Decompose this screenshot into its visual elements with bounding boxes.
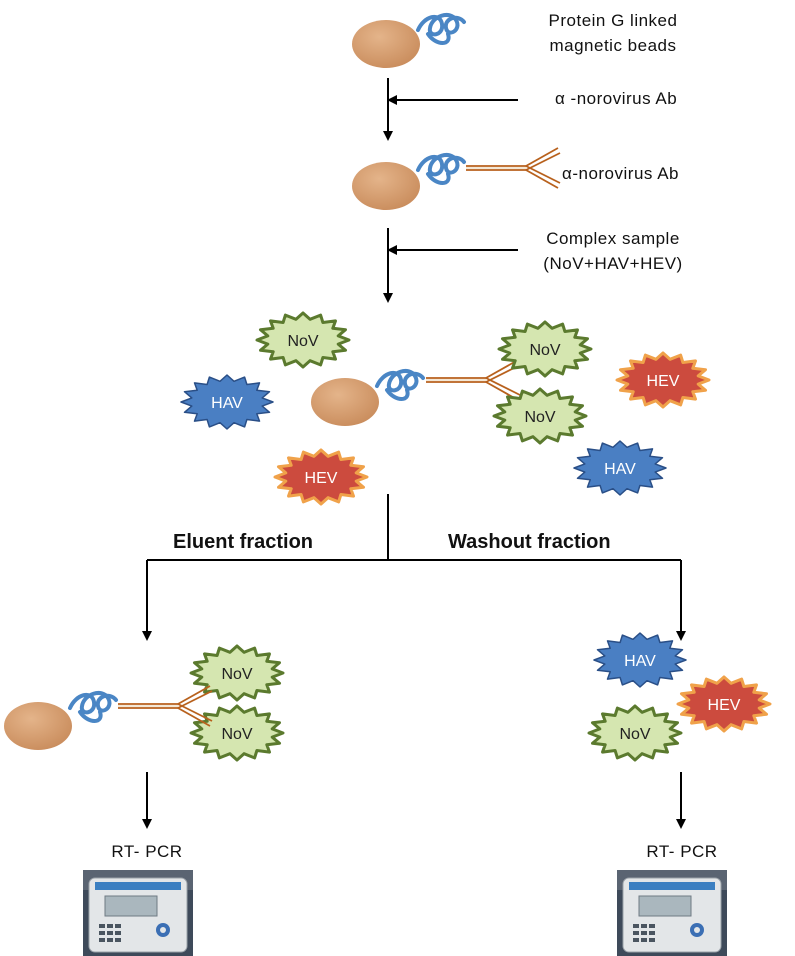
rtpcr-right-label: RT- PCR	[646, 842, 718, 861]
hev-virus-shape	[273, 448, 369, 506]
nov-virus: NoV	[497, 320, 593, 378]
ab-added-label: α -norovirus Ab	[555, 89, 678, 108]
virus-particles: NoV HAV NoV NoV HEV HEV HAV NoV NoV HAV HEV NoV	[180, 311, 772, 762]
protein-g-label-line2: magnetic beads	[549, 36, 677, 55]
magnetic-bead	[311, 378, 379, 426]
ab-bound-label: α-norovirus Ab	[562, 164, 679, 183]
nov-virus-label: NoV	[221, 666, 252, 683]
nov-virus: NoV	[587, 704, 683, 762]
sample-label-line2: (NoV+HAV+HEV)	[543, 254, 683, 273]
hav-virus-shape	[573, 440, 667, 496]
hav-virus: HAV	[573, 440, 667, 496]
eluent-fraction-label: Eluent fraction	[173, 531, 314, 553]
hev-virus: HEV	[615, 351, 711, 409]
magnetic-bead	[352, 20, 420, 68]
antibody	[465, 147, 561, 189]
protein-g	[375, 368, 425, 401]
hav-virus: HAV	[593, 632, 687, 688]
bead-protein-g-step1	[352, 12, 466, 68]
antibody	[425, 359, 521, 401]
hav-virus-label: HAV	[624, 653, 656, 670]
hev-virus-label: HEV	[305, 470, 338, 487]
nov-virus-label: NoV	[619, 726, 650, 743]
nov-virus-shape	[492, 387, 588, 445]
rtpcr-left-label: RT- PCR	[111, 842, 183, 861]
bead-antibody-eluent	[4, 685, 213, 750]
magnetic-bead	[352, 162, 420, 210]
hev-virus-shape	[615, 351, 711, 409]
nov-virus: NoV	[492, 387, 588, 445]
nov-virus-shape	[255, 311, 351, 369]
protein-g	[416, 12, 466, 45]
hev-virus-label: HEV	[647, 373, 680, 390]
hev-virus: HEV	[676, 675, 772, 733]
hev-virus: HEV	[273, 448, 369, 506]
protein-g-label-line1: Protein G linked	[548, 11, 678, 30]
nov-virus-shape	[587, 704, 683, 762]
nov-virus-shape	[189, 704, 285, 762]
protein-g	[68, 690, 118, 723]
nov-virus: NoV	[189, 644, 285, 702]
washout-fraction-label: Washout fraction	[448, 531, 611, 553]
nov-virus-label: NoV	[524, 409, 555, 426]
pcr-machine-icon	[82, 869, 194, 956]
nov-virus: NoV	[255, 311, 351, 369]
bead-antibody-step2	[352, 147, 561, 210]
antibody	[117, 685, 213, 727]
nov-virus-shape	[497, 320, 593, 378]
hav-virus-shape	[593, 632, 687, 688]
nov-virus-label: NoV	[529, 342, 560, 359]
bead-antibody-step3	[311, 359, 521, 426]
magnetic-bead	[4, 702, 72, 750]
nov-virus: NoV	[189, 704, 285, 762]
hav-virus-shape	[180, 374, 274, 430]
pcr-machine-icon	[616, 869, 728, 956]
hev-virus-shape	[676, 675, 772, 733]
sample-label-line1: Complex sample	[546, 229, 680, 248]
nov-virus-shape	[189, 644, 285, 702]
hav-virus-label: HAV	[211, 395, 243, 412]
nov-virus-label: NoV	[287, 333, 318, 350]
hav-virus: HAV	[180, 374, 274, 430]
nov-virus-label: NoV	[221, 726, 252, 743]
hev-virus-label: HEV	[708, 697, 741, 714]
protein-g	[416, 152, 466, 185]
hav-virus-label: HAV	[604, 461, 636, 478]
